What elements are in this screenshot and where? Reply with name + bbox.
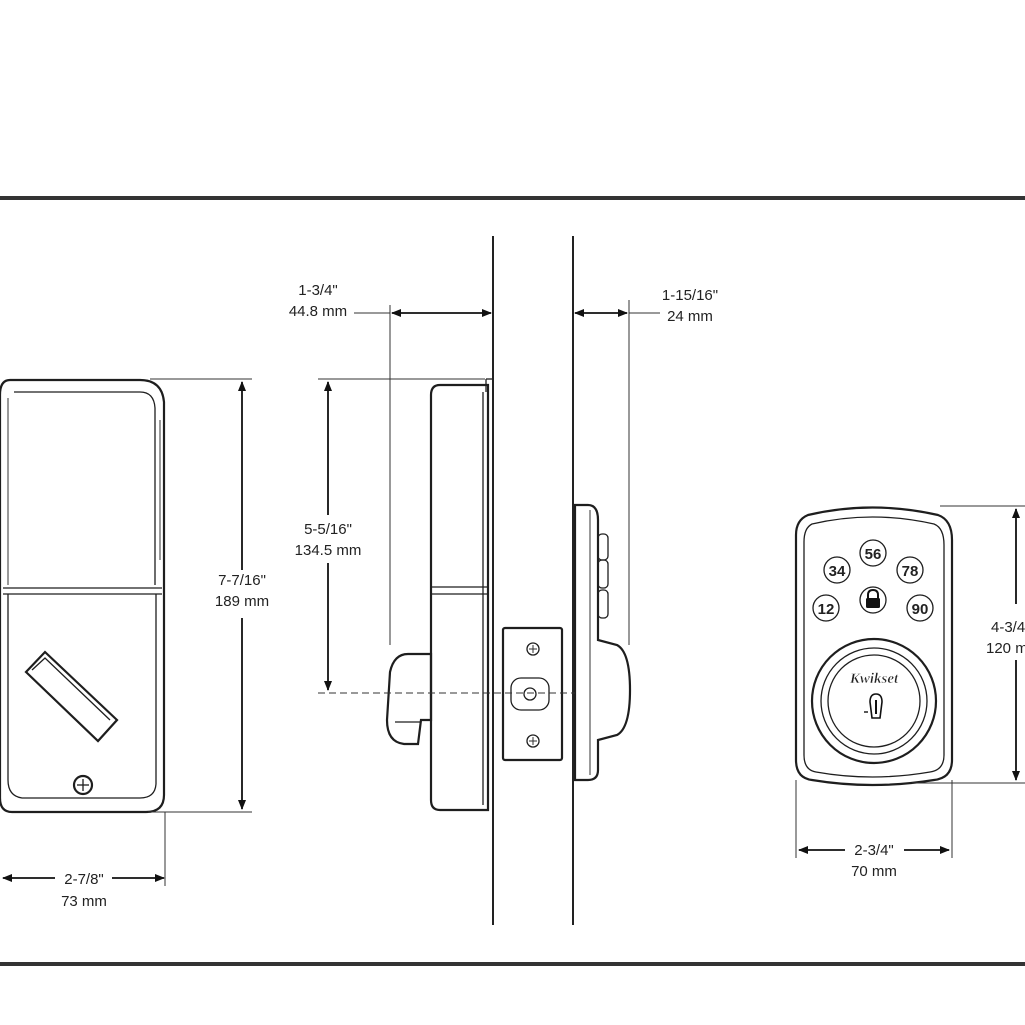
dimension-front-height: 7-7/16" 189 mm — [148, 378, 269, 813]
dimension-front-width: 2-7/8" 73 mm — [2, 812, 166, 910]
thumb-turn — [24, 650, 119, 743]
lock-button[interactable] — [859, 586, 887, 614]
bolt-height-imperial: 5-5/16" — [304, 521, 352, 538]
front-height-metric: 189 mm — [215, 593, 269, 610]
dimension-keypad-width: 2-3/4" 70 mm — [795, 780, 953, 880]
dimension-keypad-height: 4-3/4 120 m — [912, 505, 1025, 784]
interior-projection-imperial: 1-3/4" — [298, 282, 338, 299]
keypad-button-34[interactable]: 34 — [823, 556, 851, 584]
keypad-width-imperial: 2-3/4" — [854, 842, 894, 859]
svg-text:34: 34 — [829, 563, 846, 580]
keypad-buttons: 56 34 78 12 90 — [812, 539, 934, 622]
key-cylinder: Kwikset — [810, 637, 938, 765]
keypad-button-90[interactable]: 90 — [906, 594, 934, 622]
side-view — [318, 236, 632, 925]
exterior-projection-metric: 24 mm — [667, 308, 713, 325]
dimension-bolt-height: 5-5/16" 134.5 mm — [295, 378, 485, 691]
keypad-button-78[interactable]: 78 — [896, 556, 924, 584]
keypad-height-imperial: 4-3/4 — [991, 619, 1025, 636]
brand-logo: Kwikset — [849, 671, 899, 687]
svg-text:12: 12 — [818, 601, 835, 618]
interior-assembly-front-view — [0, 378, 166, 814]
bolt-height-metric: 134.5 mm — [295, 542, 362, 559]
keypad-width-metric: 70 mm — [851, 863, 897, 880]
key-icon — [864, 693, 883, 719]
exterior-keypad-front-view: 56 34 78 12 90 — [794, 506, 954, 787]
keypad-button-12[interactable]: 12 — [812, 594, 840, 622]
front-width-metric: 73 mm — [61, 893, 107, 910]
front-width-imperial: 2-7/8" — [64, 871, 104, 888]
strike-plate — [501, 626, 564, 762]
interior-projection-metric: 44.8 mm — [289, 303, 347, 320]
keypad-height-metric: 120 m — [986, 640, 1025, 657]
exterior-projection-imperial: 1-15/16" — [662, 287, 718, 304]
dimension-interior-projection: 1-3/4" 44.8 mm — [289, 282, 492, 645]
front-height-imperial: 7-7/16" — [218, 572, 266, 589]
keypad-button-56[interactable]: 56 — [859, 539, 887, 567]
svg-text:78: 78 — [902, 563, 919, 580]
lock-icon — [866, 588, 880, 608]
svg-text:56: 56 — [865, 546, 882, 563]
screw-icon — [72, 774, 94, 796]
dimension-exterior-projection: 1-15/16" 24 mm — [574, 287, 718, 645]
svg-text:90: 90 — [912, 601, 929, 618]
